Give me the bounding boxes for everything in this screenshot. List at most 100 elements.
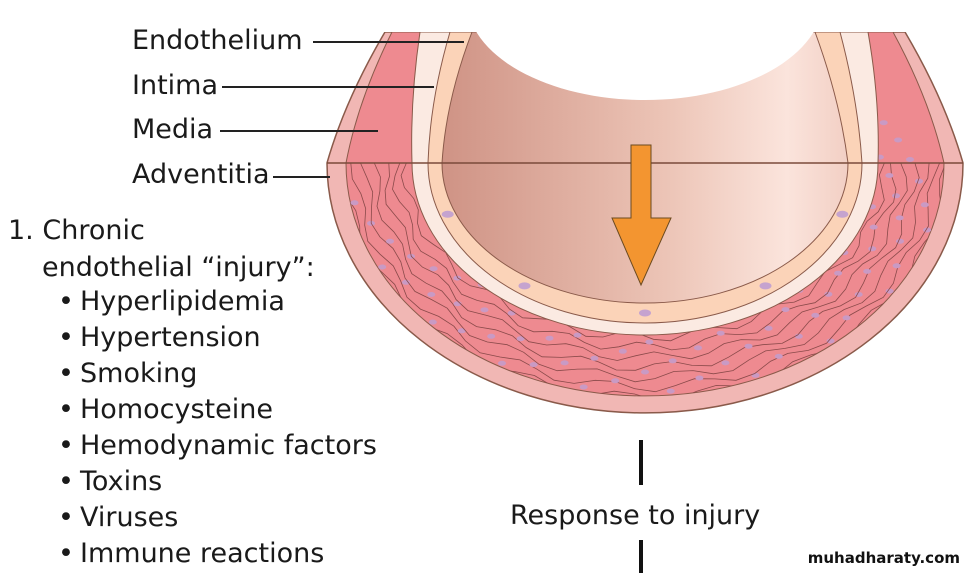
cell-nucleus: [573, 332, 582, 338]
bullet: •: [58, 466, 74, 497]
cell-nucleus: [721, 360, 730, 366]
muscle-fiber: [350, 162, 940, 393]
cause-list-item-text: Toxins: [80, 466, 163, 497]
cause-list-item-text: Homocysteine: [80, 394, 273, 425]
cell-nucleus: [811, 312, 820, 318]
cell-nucleus: [863, 268, 872, 274]
bullet: •: [58, 430, 74, 461]
cell-nucleus: [457, 328, 466, 334]
cell-nucleus: [641, 369, 649, 375]
cell-nucleus: [507, 310, 516, 316]
cell-nucleus: [639, 309, 651, 317]
cell-nucleus: [695, 375, 704, 381]
cause-number: 1.: [8, 215, 34, 246]
muscle-fiber: [373, 162, 920, 371]
muscle-fiber: [360, 162, 930, 383]
watermark: muhadharaty.com: [807, 549, 960, 567]
label-intima: Intima: [132, 70, 219, 101]
cell-nucleus: [402, 279, 410, 285]
cell-nucleus: [834, 270, 843, 276]
cell-nucleus: [759, 282, 772, 290]
cell-nucleus: [618, 348, 627, 354]
cause-heading: 1. Chronic: [8, 216, 145, 246]
cell-nucleus: [668, 358, 677, 364]
cell-nucleus: [611, 378, 620, 384]
cell-nucleus: [885, 173, 894, 178]
cell-nucleus: [480, 307, 489, 313]
cause-list-item: •Viruses: [58, 503, 178, 533]
cell-nucleus: [781, 307, 790, 313]
cell-nucleus: [529, 362, 538, 368]
cell-nucleus: [879, 120, 888, 126]
bullet: •: [58, 286, 74, 317]
cause-list-item-text: Hypertension: [80, 322, 261, 353]
cell-nucleus: [868, 246, 877, 252]
label-endothelium: Endothelium: [132, 25, 303, 56]
cell-nucleus: [453, 275, 462, 281]
cell-nucleus: [869, 224, 878, 230]
cell-nucleus: [826, 338, 835, 344]
bullet: •: [58, 358, 74, 389]
bullet: •: [58, 322, 74, 353]
cell-nucleus: [518, 282, 531, 290]
cell-nucleus: [764, 325, 773, 331]
cell-nucleus: [645, 339, 654, 345]
cause-title-line1: Chronic: [42, 215, 145, 246]
cell-nucleus: [824, 291, 833, 297]
cell-nucleus: [895, 215, 904, 221]
cell-nucleus: [498, 360, 506, 366]
label-adventitia: Adventitia: [132, 159, 270, 190]
cell-nucleus: [836, 210, 849, 218]
cell-nucleus: [694, 345, 702, 351]
cause-list-item-text: Immune reactions: [80, 538, 325, 569]
muscle-fiber: [392, 162, 897, 351]
cell-nucleus: [744, 343, 753, 349]
cause-title-line2: endothelial “injury”:: [42, 252, 315, 283]
cell-nucleus: [386, 238, 394, 244]
cell-nucleus: [894, 137, 903, 143]
cause-list-item: •Hemodynamic factors: [58, 431, 377, 461]
cause-list-item-text: Hyperlipidemia: [80, 286, 285, 317]
response-label: Response to injury: [510, 500, 761, 531]
cause-list-item: •Toxins: [58, 467, 162, 497]
cause-list-item-text: Hemodynamic factors: [80, 430, 377, 461]
cause-list-item: •Homocysteine: [58, 395, 273, 425]
label-media: Media: [132, 114, 214, 145]
cause-list-item: •Smoking: [58, 359, 197, 389]
cell-nucleus: [429, 266, 438, 272]
down-arrow-icon: [611, 144, 672, 287]
cell-nucleus: [842, 315, 851, 321]
cell-nucleus: [892, 193, 901, 199]
cause-list-item: •Immune reactions: [58, 539, 324, 569]
cell-nucleus: [751, 372, 760, 378]
cell-nucleus: [716, 330, 725, 336]
cell-nucleus: [427, 292, 436, 297]
cell-nucleus: [906, 157, 914, 162]
cause-list-item: •Hypertension: [58, 323, 261, 353]
cell-nucleus: [516, 336, 525, 342]
cell-nucleus: [885, 288, 894, 294]
cell-nucleus: [560, 360, 569, 366]
muscle-fiber: [400, 162, 885, 342]
cell-nucleus: [774, 353, 783, 359]
muscle-fiber: [384, 162, 908, 361]
cause-list-item: •Hyperlipidemia: [58, 287, 285, 317]
bullet: •: [58, 502, 74, 533]
cell-nucleus: [920, 202, 929, 208]
cell-nucleus: [896, 238, 904, 244]
cell-nucleus: [892, 263, 901, 269]
cell-nucleus: [666, 388, 675, 394]
cause-list-item-text: Viruses: [80, 502, 179, 533]
cell-nucleus: [378, 264, 387, 270]
cell-nucleus: [545, 335, 554, 341]
cell-nucleus: [915, 178, 923, 184]
bullet: •: [58, 538, 74, 569]
cell-nucleus: [441, 210, 454, 218]
bullet: •: [58, 394, 74, 425]
cell-nucleus: [487, 333, 496, 339]
cause-list-item-text: Smoking: [80, 358, 198, 389]
cell-nucleus: [579, 384, 588, 390]
endothelial-cells: [441, 210, 849, 317]
